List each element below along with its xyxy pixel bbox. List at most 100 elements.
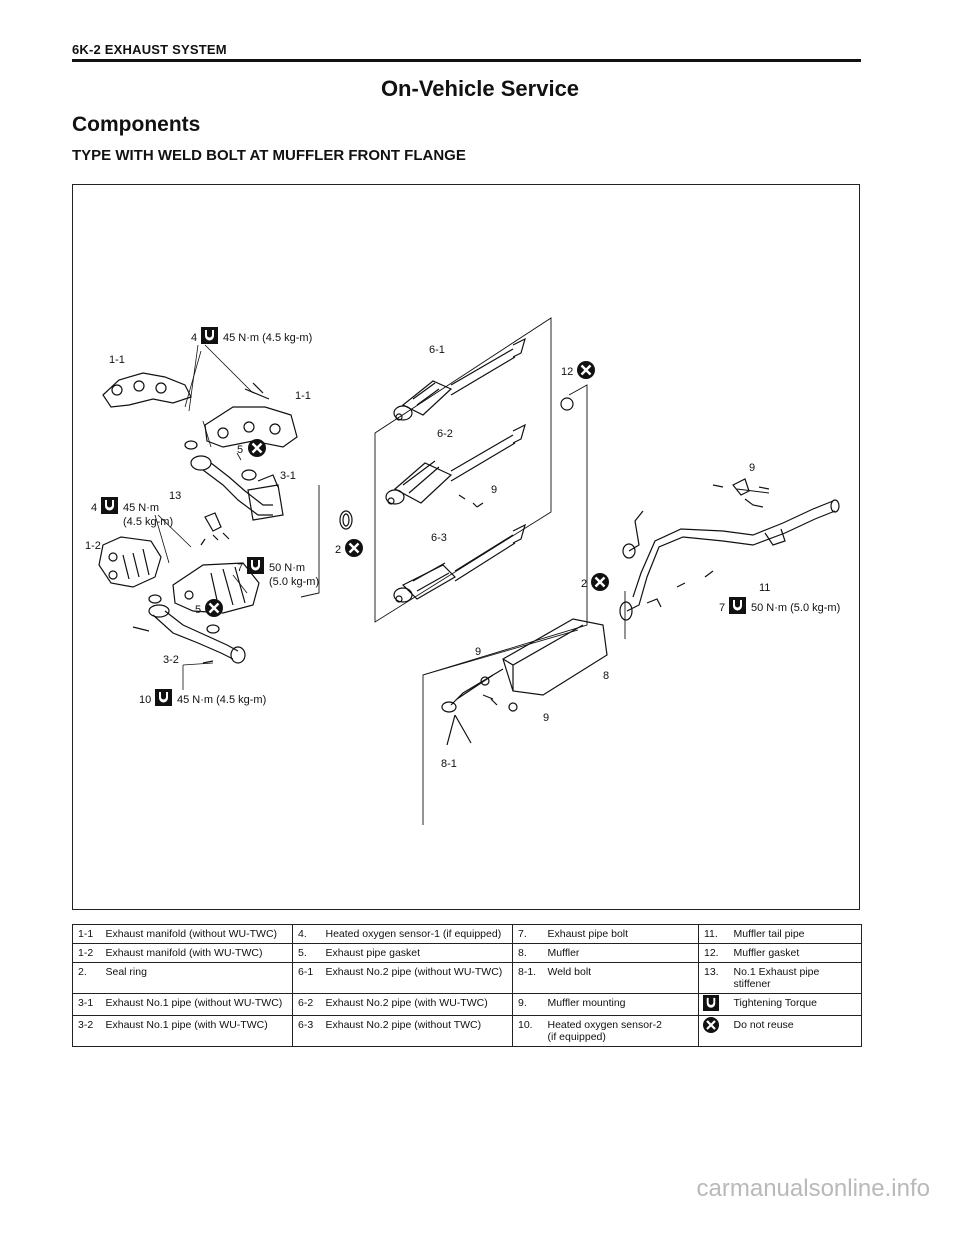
exhaust-pipe-6-1 <box>393 337 526 421</box>
legend-item-description: Exhaust No.1 pipe (with WU-TWC) <box>105 1019 268 1031</box>
legend-item-text: Heated oxygen sensor-2(if equipped) <box>542 1015 699 1047</box>
legend-item-number: 6-3 <box>292 1015 321 1047</box>
legend-item-description: Exhaust No.1 pipe (without WU-TWC) <box>105 997 283 1009</box>
legend-item-text: Muffler tail pipe <box>728 924 862 944</box>
label-5-upper: 5 <box>237 444 243 456</box>
label-3-1: 3-1 <box>280 470 296 482</box>
exploded-diagram-frame: 1-1 1-1 4 45 N·m (4.5 kg-m) 5 3-1 13 4 4… <box>72 184 860 910</box>
exhaust-manifold-1-2 <box>98 536 260 614</box>
legend-item-text: Exhaust No.2 pipe (with WU-TWC) <box>320 993 513 1016</box>
label-11: 11 <box>759 582 770 594</box>
label-7-left: 7 <box>237 562 243 574</box>
legend-item-text: Exhaust pipe bolt <box>542 924 699 944</box>
legend-item-number: 6-2 <box>292 993 321 1016</box>
pipe-plane-outline <box>374 317 588 825</box>
label-5-lower: 5 <box>195 604 201 616</box>
exhaust-manifold-1-1 <box>102 372 298 448</box>
label-10: 10 <box>139 694 151 706</box>
label-6-2: 6-2 <box>437 428 453 440</box>
label-12: 12 <box>561 366 573 378</box>
legend-item-number: 9. <box>512 993 543 1016</box>
exhaust-pipe-3-1 <box>184 440 284 521</box>
legend-item-text: Tightening Torque <box>728 993 862 1016</box>
stiffener-13 <box>200 512 230 546</box>
legend-item-description: Exhaust No.2 pipe (with WU-TWC) <box>325 997 488 1009</box>
legend-item-description: Muffler mounting <box>547 997 626 1009</box>
legend-item-text: Exhaust pipe gasket <box>320 943 513 963</box>
label-6-3: 6-3 <box>431 532 447 544</box>
label-8-1: 8-1 <box>441 758 457 770</box>
label-1-1-upper: 1-1 <box>109 354 125 366</box>
legend-item-description-note: (if equipped) <box>547 1031 606 1043</box>
exhaust-pipe-6-2 <box>385 423 526 508</box>
do-not-reuse-icon <box>343 537 365 559</box>
tail-plane-outline <box>624 488 770 639</box>
legend-item-number: 3-2 <box>72 1015 101 1047</box>
label-2-left: 2 <box>335 544 341 556</box>
label-4-left: 4 <box>91 502 97 514</box>
header-rule <box>72 59 861 62</box>
legend-item-description: Muffler tail pipe <box>733 928 805 940</box>
torque-50nm-line2: (5.0 kg-m) <box>269 576 319 588</box>
legend-item-description: Do not reuse <box>733 1019 794 1031</box>
label-9-center: 9 <box>491 484 497 496</box>
do-not-reuse-icon <box>698 1015 729 1047</box>
page-title: On-Vehicle Service <box>380 76 580 101</box>
legend-item-description: Weld bolt <box>547 966 592 978</box>
muffler-tail-pipe-11 <box>622 478 840 612</box>
legend-item-number: 11. <box>698 924 729 944</box>
torque-45nm-left-line2: (4.5 kg-m) <box>123 516 173 528</box>
legend-item-text: No.1 Exhaust pipe stiffener <box>728 962 862 994</box>
subsection-title: TYPE WITH WELD BOLT AT MUFFLER FRONT FLA… <box>72 147 466 164</box>
legend-item-number: 4. <box>292 924 321 944</box>
label-13: 13 <box>169 490 181 502</box>
legend-item-text: Weld bolt <box>542 962 699 994</box>
torque-45nm-lower: 45 N·m (4.5 kg-m) <box>177 694 266 706</box>
muffler-8 <box>441 618 608 746</box>
legend-item-text: Heated oxygen sensor-1 (if equipped) <box>320 924 513 944</box>
legend-item-text: Muffler <box>542 943 699 963</box>
section-title: Components <box>72 113 201 136</box>
torque-45nm-upper: 45 N·m (4.5 kg-m) <box>223 332 312 344</box>
legend-item-description: Exhaust pipe bolt <box>547 928 629 940</box>
label-9-lower: 9 <box>543 712 549 724</box>
legend-item-description: Tightening Torque <box>733 997 817 1009</box>
legend-item-text: Do not reuse <box>728 1015 862 1047</box>
label-4-upper: 4 <box>191 332 197 344</box>
leader-lines <box>154 344 254 690</box>
torque-wrench-icon <box>101 497 118 514</box>
legend-item-text: Exhaust manifold (without WU-TWC) <box>100 924 293 944</box>
label-7-right: 7 <box>719 602 725 614</box>
legend-item-number: 1-1 <box>72 924 101 944</box>
legend-item-description: Muffler gasket <box>733 947 800 959</box>
label-9-right: 9 <box>749 462 755 474</box>
torque-wrench-icon <box>201 327 218 344</box>
legend-item-number: 5. <box>292 943 321 963</box>
legend-item-description: Heated oxygen sensor-2 <box>547 1019 662 1031</box>
legend-item-number: 8. <box>512 943 543 963</box>
do-not-reuse-icon <box>246 437 268 459</box>
legend-item-text: Seal ring <box>100 962 293 994</box>
legend-item-number: 7. <box>512 924 543 944</box>
torque-wrench-icon <box>247 557 264 574</box>
legend-item-description: Heated oxygen sensor-1 (if equipped) <box>325 928 502 940</box>
label-6-1: 6-1 <box>429 344 445 356</box>
torque-wrench-icon <box>698 993 729 1016</box>
torque-45nm-left-line1: 45 N·m <box>123 502 159 514</box>
legend-item-text: Muffler mounting <box>542 993 699 1016</box>
legend-item-text: Exhaust No.2 pipe (without WU-TWC) <box>320 962 513 994</box>
callout-labels: 1-1 1-1 4 45 N·m (4.5 kg-m) 5 3-1 13 4 4… <box>85 327 840 770</box>
torque-50nm-right: 50 N·m (5.0 kg-m) <box>751 602 840 614</box>
assembly-bracket-left <box>300 485 320 598</box>
label-2-right: 2 <box>581 578 587 590</box>
legend-item-number: 6-1 <box>292 962 321 994</box>
legend-item-description: No.1 Exhaust pipe stiffener <box>733 966 820 990</box>
label-3-2: 3-2 <box>163 654 179 666</box>
torque-wrench-icon <box>155 689 172 706</box>
